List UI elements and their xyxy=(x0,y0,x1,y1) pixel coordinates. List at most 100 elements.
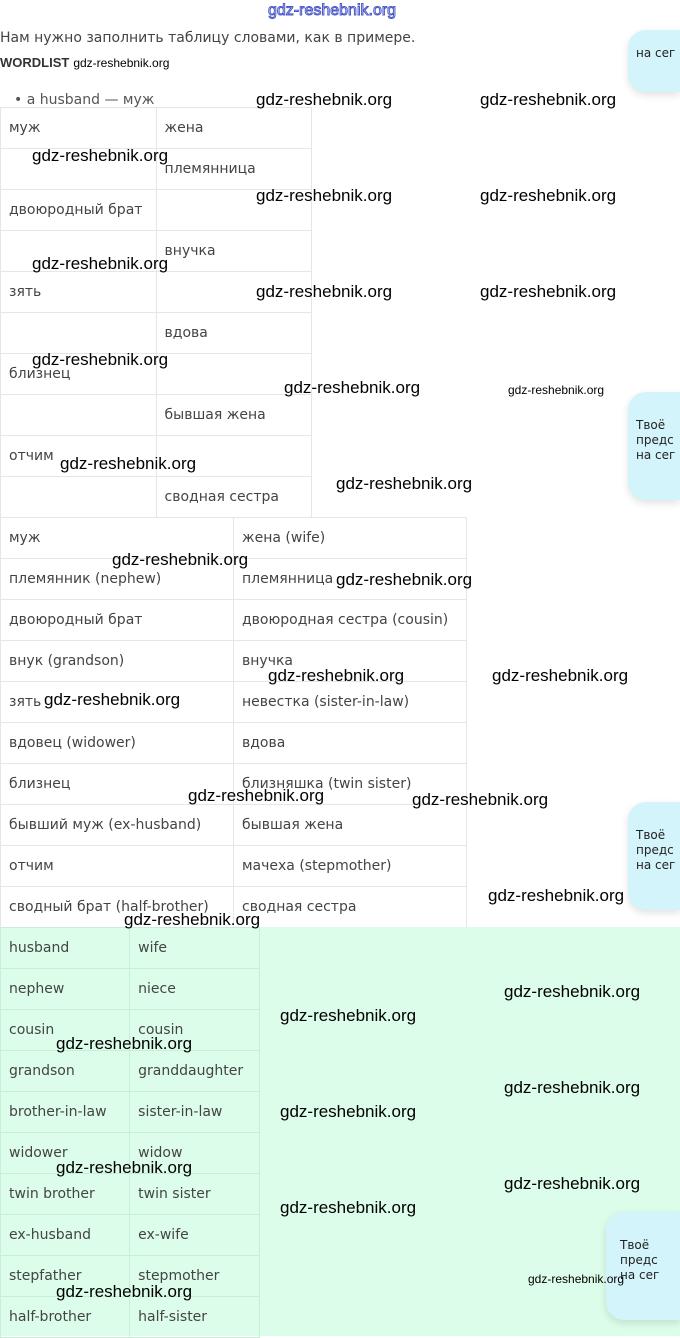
bubble-text: Твоё xyxy=(620,1238,650,1252)
watermark: gdz-reshebnik.org xyxy=(44,690,181,709)
watermark: gdz-reshebnik.org xyxy=(256,90,393,109)
table-cell: мачеха (stepmother) xyxy=(233,845,467,887)
watermark: gdz-reshebnik.org xyxy=(268,666,405,685)
table-cell: племянница xyxy=(233,558,467,600)
table-cell: вдова xyxy=(155,312,313,354)
table-cell: niece xyxy=(129,968,260,1010)
table-cell: stepmother xyxy=(129,1255,260,1297)
table-row: сводная сестра xyxy=(0,476,313,518)
watermark: gdz-reshebnik.org xyxy=(480,282,617,301)
watermark: gdz-reshebnik.org xyxy=(336,570,473,589)
watermark: gdz-reshebnik.org xyxy=(60,454,197,473)
chat-bubble[interactable]: на сег xyxy=(628,30,680,92)
table-cell: сводный брат (half-brother) xyxy=(0,886,234,928)
table-cell: wife xyxy=(129,927,260,969)
watermark: gdz-reshebnik.org xyxy=(488,886,625,905)
table-cell: отчим xyxy=(0,435,157,477)
bubble-text: предс xyxy=(636,433,674,447)
table-row: двоюродный брат xyxy=(0,189,313,231)
watermark: gdz-reshebnik.org xyxy=(112,550,249,569)
bubble-text: предс xyxy=(636,843,674,857)
table-cell: nephew xyxy=(0,968,131,1010)
watermark: gdz-reshebnik.org xyxy=(492,666,629,685)
watermark: gdz-reshebnik.org xyxy=(56,1034,193,1053)
watermark: gdz-reshebnik.org xyxy=(280,1102,417,1121)
watermark: gdz-reshebnik.org xyxy=(412,790,549,809)
watermark: gdz-reshebnik.org xyxy=(280,1198,417,1217)
table-cell: невестка (sister-in-law) xyxy=(233,681,467,723)
table-cell: brother-in-law xyxy=(0,1091,131,1133)
watermark: gdz-reshebnik.org xyxy=(504,1078,641,1097)
example-item: • a husband — муж xyxy=(14,92,155,108)
table-cell: племянница xyxy=(155,148,313,190)
watermark: gdz-reshebnik.org xyxy=(32,146,169,165)
table-cell xyxy=(155,271,313,313)
table-cell: муж xyxy=(0,107,157,149)
watermark: gdz-reshebnik.org xyxy=(284,378,421,397)
bubble-text: Твоё xyxy=(636,828,666,842)
table-row: зять xyxy=(0,271,313,313)
table-cell: двоюродная сестра (cousin) xyxy=(233,599,467,641)
table-row: племянник (nephew)племянница xyxy=(0,558,467,600)
watermark-header: gdz-reshebnik.org xyxy=(267,2,397,20)
bubble-text: предс xyxy=(620,1253,658,1267)
watermark: gdz-reshebnik.org xyxy=(56,1158,193,1177)
table-cell xyxy=(0,476,157,518)
table-row: сводный брат (half-brother)сводная сестр… xyxy=(0,886,467,928)
table-cell: stepfather xyxy=(0,1255,131,1297)
watermark: gdz-reshebnik.org xyxy=(336,474,473,493)
table-cell: двоюродный брат xyxy=(0,599,234,641)
watermark: gdz-reshebnik.org xyxy=(504,982,641,1001)
table-cell: близнец xyxy=(0,353,157,395)
table-cell: бывшая жена xyxy=(233,804,467,846)
watermark: gdz-reshebnik.org xyxy=(124,910,261,929)
table-cell: бывший муж (ex-husband) xyxy=(0,804,234,846)
table-cell: двоюродный брат xyxy=(0,189,157,231)
table-cell: бывшая жена xyxy=(155,394,313,436)
watermark: gdz-reshebnik.org xyxy=(188,786,325,805)
table-cell: отчим xyxy=(0,845,234,887)
table-cell: twin brother xyxy=(0,1173,131,1215)
table-cell: сводная сестра xyxy=(155,476,313,518)
table-cell: half-brother xyxy=(0,1296,131,1338)
wordlist-label: WORDLIST xyxy=(0,55,70,70)
table-cell: ex-husband xyxy=(0,1214,131,1256)
bubble-text: на сег xyxy=(620,1268,660,1282)
table-cell: вдова xyxy=(233,722,467,764)
table-cell: sister-in-law xyxy=(129,1091,260,1133)
watermark: gdz-reshebnik.org xyxy=(32,254,169,273)
intro-text: Нам нужно заполнить таблицу словами, как… xyxy=(0,30,416,46)
table-row: отчим xyxy=(0,435,313,477)
bubble-text: на сег xyxy=(636,46,676,60)
watermark: gdz-reshebnik.org xyxy=(32,350,169,369)
table-row: бывший муж (ex-husband)бывшая жена xyxy=(0,804,467,846)
table-cell: cousin xyxy=(0,1009,131,1051)
table-cell: grandson xyxy=(0,1050,131,1092)
bubble-text: Твоё xyxy=(636,418,666,432)
table-cell: жена (wife) xyxy=(233,517,467,559)
table-cell: ex-wife xyxy=(129,1214,260,1256)
table-cell xyxy=(155,353,313,395)
table-cell: granddaughter xyxy=(129,1050,260,1092)
table-cell: cousin xyxy=(129,1009,260,1051)
table-cell: вдовец (widower) xyxy=(0,722,234,764)
table-cell xyxy=(0,312,157,354)
watermark: gdz-reshebnik.org xyxy=(56,1282,193,1301)
table-row: бывшая жена xyxy=(0,394,313,436)
table-row: вдовец (widower)вдова xyxy=(0,722,467,764)
bubble-text: на сег xyxy=(636,858,676,872)
